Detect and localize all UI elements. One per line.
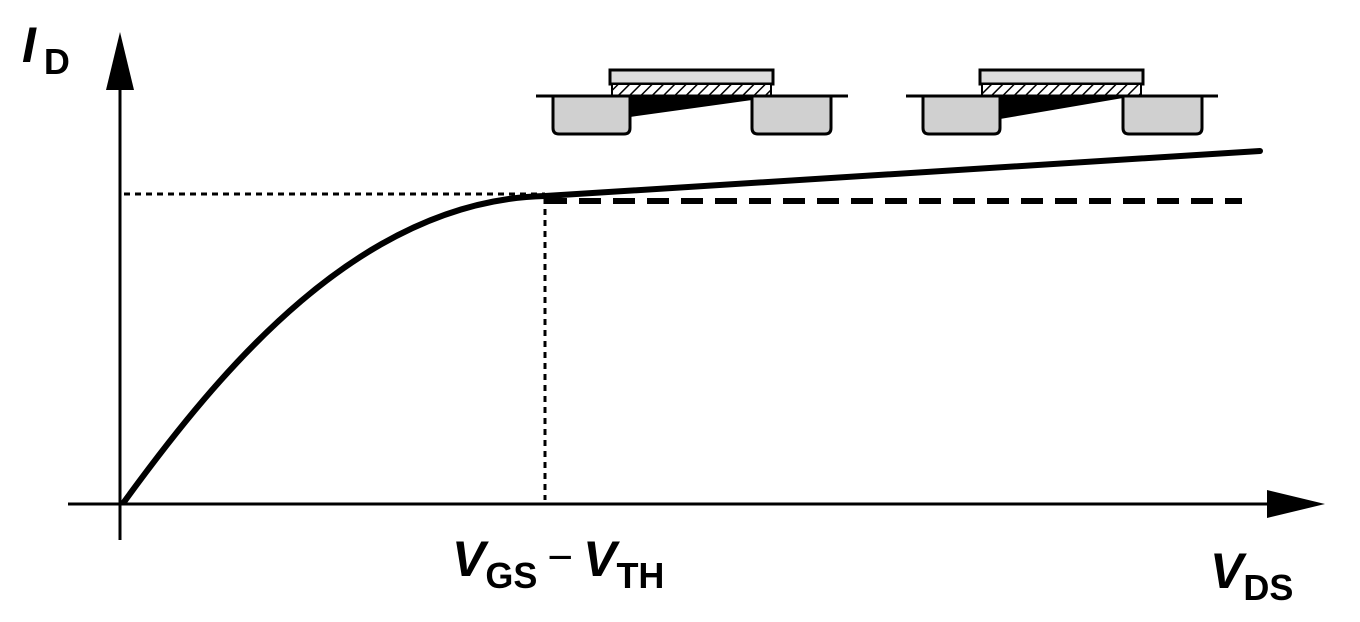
marker-term2-symbol: V <box>583 531 617 587</box>
gate-oxide <box>611 83 772 97</box>
inversion-channel <box>1000 96 1123 119</box>
y-axis-symbol: I <box>22 17 36 73</box>
gate-electrode <box>608 68 775 86</box>
gate-electrode <box>978 68 1145 86</box>
y-axis-subscript: D <box>43 41 70 82</box>
x-axis-label: VDS <box>1210 543 1293 606</box>
drain-diffusion <box>1121 94 1204 136</box>
axes <box>68 32 1325 540</box>
id-curve <box>121 148 1263 505</box>
x-axis-subscript: DS <box>1243 567 1294 608</box>
marker-operator: − <box>547 533 574 582</box>
marker-term2-subscript: TH <box>616 555 665 596</box>
transistor-cross-section-2 <box>906 68 1218 136</box>
gate-oxide <box>981 83 1142 97</box>
marker-term1-subscript: GS <box>485 555 538 596</box>
x-axis-arrowhead <box>1267 490 1325 518</box>
source-diffusion <box>551 94 632 136</box>
y-axis-arrowhead <box>106 32 134 90</box>
inversion-channel <box>630 96 752 117</box>
source-diffusion <box>921 94 1002 136</box>
pinch-off-label: VGS−VTH <box>452 531 664 594</box>
drain-diffusion <box>750 94 833 136</box>
marker-term1-symbol: V <box>452 531 486 587</box>
x-axis-symbol: V <box>1210 543 1244 599</box>
transistor-cross-section-1 <box>536 68 848 136</box>
